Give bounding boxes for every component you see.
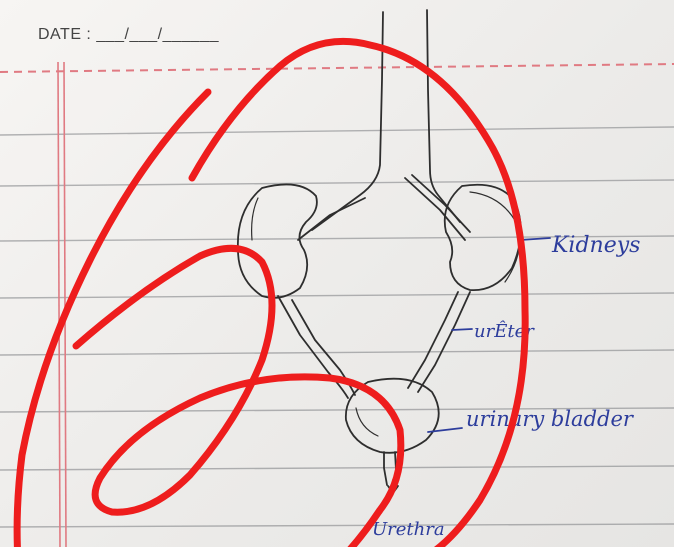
- urethra-label: Urethra: [372, 519, 445, 540]
- header-dashed-line: [0, 64, 674, 72]
- kidneys-label: Kidneys: [551, 233, 640, 258]
- bladder-label: urinary bladder: [466, 407, 635, 431]
- left-kidney: [238, 184, 317, 297]
